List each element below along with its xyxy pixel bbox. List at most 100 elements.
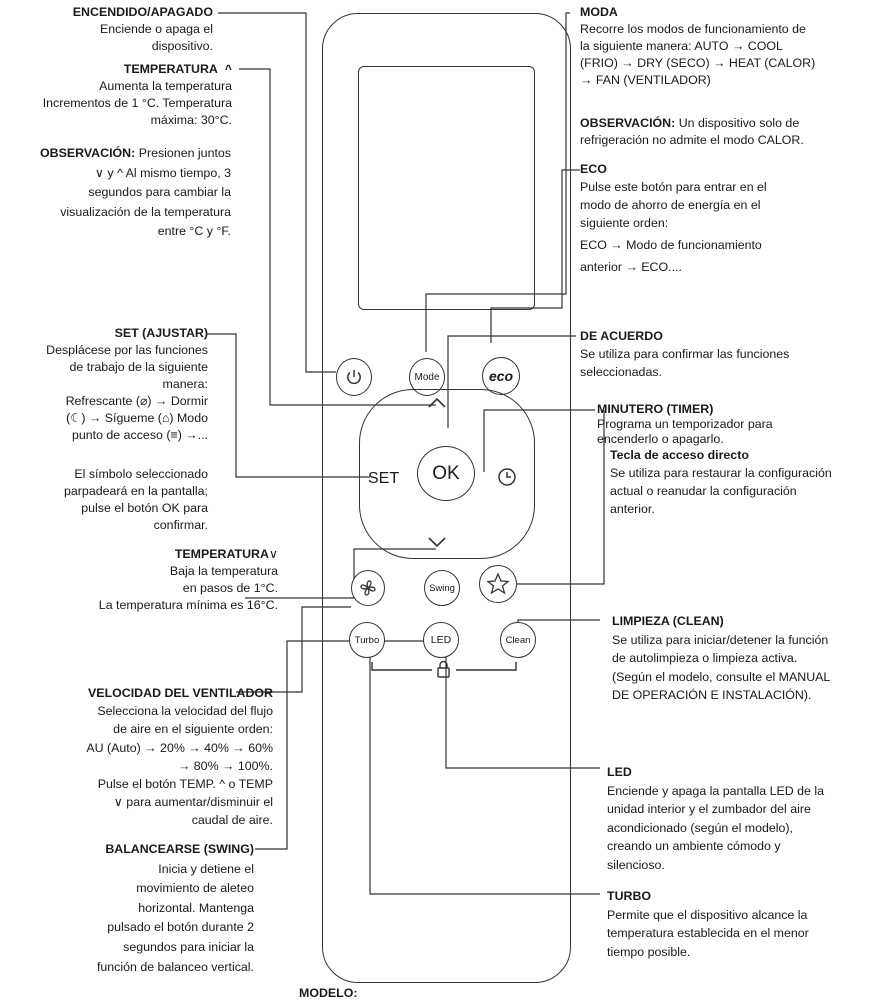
swing-line: segundos para iniciar la <box>123 939 254 954</box>
led-annotation: LED Enciende y apaga la pantalla LED de … <box>607 763 824 875</box>
turbo-button[interactable]: Turbo <box>349 622 385 658</box>
shortcut-line: actual o reanudar la configuración <box>610 484 797 498</box>
mode-annotation: MODA Recorre los modos de funcionamiento… <box>580 4 815 89</box>
remote-display <box>358 66 535 310</box>
timer-title: MINUTERO (TIMER) <box>597 402 714 416</box>
clock-icon[interactable] <box>496 466 518 488</box>
up-arrow-icon[interactable] <box>427 396 447 410</box>
power-line: Enciende o apaga el <box>100 22 213 36</box>
set-line: manera: <box>162 377 208 391</box>
power-annotation: ENCENDIDO/APAGADO Enciende o apaga el di… <box>73 4 213 55</box>
swing-annotation: BALANCEARSE (SWING) Inicia y detiene el … <box>97 840 254 977</box>
power-button[interactable] <box>336 358 372 396</box>
down-arrow-icon[interactable] <box>427 535 447 549</box>
swing-title: BALANCEARSE (SWING) <box>105 842 254 856</box>
led-button-label: LED <box>430 634 452 646</box>
observation-first-line: OBSERVACIÓN: Presionen juntos <box>40 144 231 164</box>
fan-icon <box>360 580 376 596</box>
temp-up-line: Aumenta la temperatura <box>99 79 232 93</box>
eco-line: Pulse este botón para entrar en el <box>580 180 767 194</box>
led-line: creando un ambiente cómodo y <box>607 839 781 854</box>
set-line: Desplácese por las funciones <box>46 343 208 357</box>
temp-up-symbol: ^ <box>224 62 232 76</box>
mode-note-annotation: OBSERVACIÓN: Un dispositivo solo de refr… <box>580 115 804 149</box>
swing-button[interactable]: Swing <box>424 570 460 606</box>
temp-up-title: TEMPERATURA ^ <box>43 61 232 78</box>
set-note-line: pulse el botón OK para <box>81 501 208 515</box>
turbo-button-label: Turbo <box>354 634 380 646</box>
ok-button[interactable]: OK <box>417 446 475 501</box>
ok-line: Se utiliza para confirmar las funciones <box>580 347 790 361</box>
clean-line: DE OPERACIÓN E INSTALACIÓN). <box>612 688 812 702</box>
clean-annotation: LIMPIEZA (CLEAN) Se utiliza para iniciar… <box>612 612 830 705</box>
fan-line: ∨ para aumentar/disminuir el <box>113 795 273 810</box>
temp-down-annotation: TEMPERATURA∨ Baja la temperatura en paso… <box>99 546 278 614</box>
model-label: MODELO: <box>299 986 358 1000</box>
shortcut-title: Tecla de acceso directo <box>610 448 749 462</box>
temp-up-line: máxima: 30°C. <box>150 113 232 127</box>
set-note-line: confirmar. <box>153 518 208 532</box>
clean-button[interactable]: Clean <box>500 622 536 658</box>
fan-line: caudal de aire. <box>191 813 273 828</box>
clean-line: de autolimpieza o limpieza activa. <box>612 651 798 665</box>
mode-note-line: Un dispositivo solo de <box>678 116 800 130</box>
eco-button-label: eco <box>488 368 514 384</box>
eco-button[interactable]: eco <box>482 357 520 395</box>
shortcut-button[interactable] <box>479 565 517 603</box>
mode-line: Recorre los modos de funcionamiento de <box>580 22 806 36</box>
mode-line: → FAN (VENTILADOR) <box>580 73 711 87</box>
turbo-title: TURBO <box>607 889 652 903</box>
led-title: LED <box>607 765 632 779</box>
swing-line: Inicia y detiene el <box>158 861 254 876</box>
led-button[interactable]: LED <box>423 622 459 658</box>
set-line: (☾) → Sígueme (⌂) Modo <box>66 411 208 425</box>
power-title: ENCENDIDO/APAGADO <box>72 5 213 19</box>
eco-line: anterior → ECO.... <box>580 260 682 274</box>
remote-body <box>322 13 571 983</box>
temp-down-title-text: TEMPERATURA <box>174 547 269 561</box>
temp-down-title: TEMPERATURA∨ <box>99 546 278 563</box>
temp-up-line: Incrementos de 1 °C. Temperatura <box>42 96 232 110</box>
set-note-line: parpadeará en la pantalla; <box>64 484 208 498</box>
mode-line: la siguiente manera: AUTO → COOL <box>580 39 783 53</box>
turbo-line: Permite que el dispositivo alcance la <box>607 907 808 922</box>
set-line: de trabajo de la siguiente <box>69 360 208 374</box>
observation-line: entre °C y °F. <box>157 224 231 238</box>
swing-line: movimiento de aleteo <box>136 881 254 896</box>
set-line: Refrescante (⌀) → Dormir <box>65 394 208 408</box>
observation-line: ∨ y ^ Al mismo tiempo, 3 <box>94 165 231 180</box>
ok-line: seleccionadas. <box>580 365 662 379</box>
set-note-line: El símbolo seleccionado <box>74 467 208 481</box>
fan-line: Selecciona la velocidad del flujo <box>97 704 273 719</box>
fan-title: VELOCIDAD DEL VENTILADOR <box>88 686 273 700</box>
led-line: acondicionado (según el modelo), <box>607 820 793 835</box>
fan-line: Pulse el botón TEMP. ^ o TEMP <box>97 777 273 792</box>
swing-line: horizontal. Mantenga <box>138 900 254 915</box>
clean-line: (Según el modelo, consulte el MANUAL <box>612 669 831 684</box>
star-icon <box>486 572 510 595</box>
ok-button-label: OK <box>432 462 460 484</box>
mode-button-label: Mode <box>414 371 440 383</box>
eco-annotation: ECO Pulse este botón para entrar en el m… <box>580 160 767 276</box>
turbo-line: temperatura establecida en el menor <box>607 926 809 940</box>
led-line: Enciende y apaga la pantalla LED de la <box>607 783 824 798</box>
clean-button-label: Clean <box>505 634 531 646</box>
observation-annotation: OBSERVACIÓN: Presionen juntos ∨ y ^ Al m… <box>40 144 231 242</box>
ok-title: DE ACUERDO <box>580 329 663 343</box>
swing-line: pulsado el botón durante 2 <box>107 920 254 935</box>
temp-down-line: Baja la temperatura <box>169 564 278 578</box>
fan-button[interactable] <box>351 570 385 606</box>
power-icon <box>347 370 361 385</box>
shortcut-line: Se utiliza para restaurar la configuraci… <box>610 466 832 480</box>
eco-line: modo de ahorro de energía en el <box>580 198 761 212</box>
mode-note-line: refrigeración no admite el modo CALOR. <box>580 133 804 147</box>
mode-note-first-line: OBSERVACIÓN: Un dispositivo solo de <box>580 115 804 132</box>
fan-line: → 80% → 100%. <box>177 758 273 773</box>
observation-line: Presionen juntos <box>138 146 231 160</box>
temp-down-line: La temperatura mínima es 16°C. <box>98 598 278 612</box>
set-button[interactable]: SET <box>368 470 400 487</box>
led-line: unidad interior y el zumbador del aire <box>607 802 811 817</box>
mode-line: (FRIO) → DRY (SECO) → HEAT (CALOR) <box>580 56 816 70</box>
mode-title: MODA <box>580 5 618 19</box>
